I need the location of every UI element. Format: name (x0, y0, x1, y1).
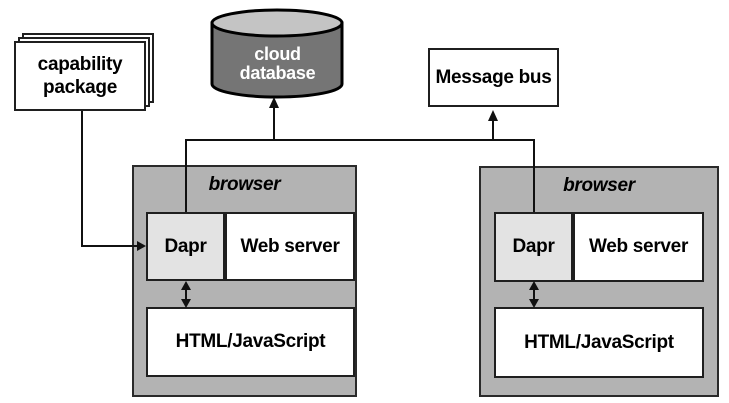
cloud-database-label: cloud database (205, 45, 350, 83)
capability-package-label-line1: capability (37, 54, 123, 75)
cloud-database-label-line1: cloud (254, 44, 301, 64)
browser-right-title: browser (563, 175, 635, 196)
capability-package-label-line2: package (43, 77, 117, 98)
cloud-database-label-line2: database (239, 63, 316, 83)
browser-left-web-server-node: Web server (225, 212, 355, 281)
connector-package-to-dapr (81, 111, 137, 247)
browser-left-web-server-label: Web server (240, 235, 340, 257)
capability-package-node: capability package (14, 41, 146, 111)
browser-right-html-js-node: HTML/JavaScript (494, 307, 704, 378)
message-bus-label: Message bus (435, 66, 552, 88)
browser-right-web-server-label: Web server (588, 236, 689, 257)
browser-left-title: browser (208, 174, 281, 195)
browser-right-web-server-node: Web server (573, 212, 704, 282)
cylinder-body (210, 21, 344, 99)
browser-left-html-js-label: HTML/JavaScript (175, 331, 326, 352)
browser-right-html-js-label: HTML/JavaScript (524, 331, 674, 353)
browser-right-dapr-label: Dapr (512, 236, 555, 257)
message-bus-node: Message bus (428, 48, 559, 107)
cylinder-top (210, 8, 344, 38)
browser-left-container: browser Dapr Web server HTML/JavaScript (132, 165, 357, 397)
browser-right-dapr-node: Dapr (494, 212, 573, 282)
browser-left-html-js-node: HTML/JavaScript (146, 307, 355, 377)
browser-left-dapr-label: Dapr (164, 235, 207, 257)
arrowhead-to-message-bus (488, 110, 498, 121)
browser-right-container: browser Dapr Web server HTML/JavaScript (479, 166, 719, 397)
browser-left-dapr-node: Dapr (146, 212, 225, 281)
cloud-database-cylinder (210, 8, 344, 99)
